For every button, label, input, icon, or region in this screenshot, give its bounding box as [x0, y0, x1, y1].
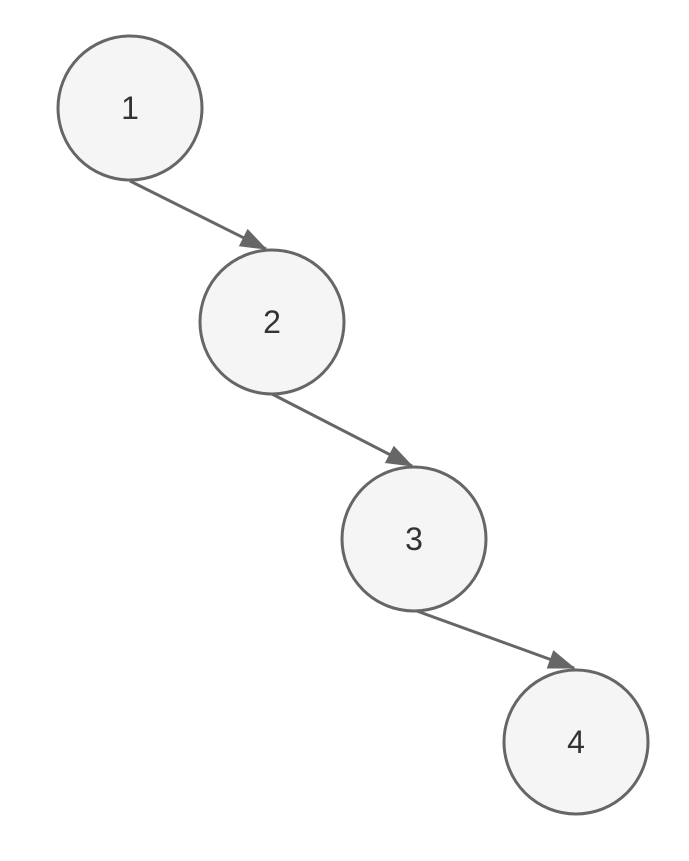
edge-1-2 [129, 179, 268, 251]
edges [129, 179, 576, 670]
node-3-label: 3 [405, 521, 423, 557]
node-1: 1 [56, 34, 204, 182]
node-3-circle [340, 465, 488, 613]
node-3: 3 [340, 465, 488, 613]
node-2-circle [198, 248, 346, 396]
node-1-circle [56, 34, 204, 182]
node-2-label: 2 [263, 304, 281, 340]
node-4: 4 [502, 668, 650, 816]
nodes: 1 2 3 4 [56, 34, 650, 816]
edge-3-4 [413, 608, 576, 670]
node-1-label: 1 [121, 90, 139, 126]
node-4-label: 4 [567, 724, 585, 760]
edge-2-3 [271, 392, 414, 468]
node-4-circle [502, 668, 650, 816]
node-2: 2 [198, 248, 346, 396]
